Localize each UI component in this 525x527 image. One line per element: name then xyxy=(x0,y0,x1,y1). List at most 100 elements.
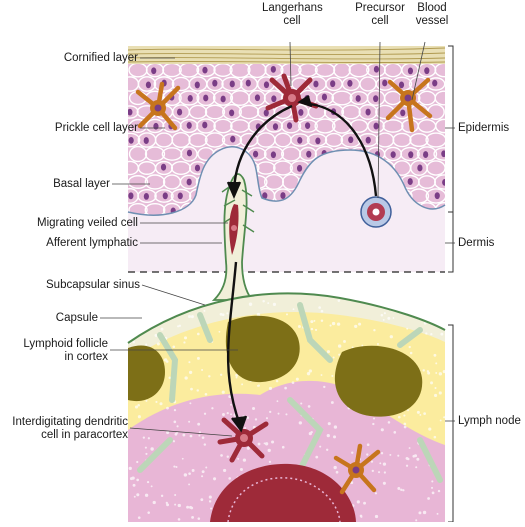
epidermal-cell xyxy=(206,76,224,92)
epidermal-cell xyxy=(144,202,166,216)
tissue-texture-dot xyxy=(263,442,266,445)
tissue-texture-dot xyxy=(235,376,238,379)
orange-interdigitating-cell xyxy=(333,443,381,495)
tissue-texture-dot xyxy=(426,370,430,373)
tissue-texture-dot xyxy=(146,305,149,309)
cell-nucleus xyxy=(202,66,208,74)
tissue-texture-dot xyxy=(358,322,362,326)
tissue-texture-dot xyxy=(433,353,437,357)
label-interdigitating-line1: Interdigitating dendritic xyxy=(12,416,128,428)
cell-nucleus xyxy=(306,150,312,158)
tissue-texture-dot xyxy=(188,472,191,475)
tissue-texture-dot xyxy=(166,406,169,410)
cell-nucleus xyxy=(280,192,286,199)
cell-nucleus xyxy=(423,151,429,158)
tissue-texture-dot xyxy=(208,500,212,503)
tissue-texture-dot xyxy=(285,313,288,316)
tissue-texture-dot xyxy=(146,323,150,327)
epidermal-cell xyxy=(180,146,198,162)
tissue-texture-dot xyxy=(306,371,311,376)
epidermal-cell xyxy=(238,104,260,120)
tissue-texture-dot xyxy=(406,457,410,461)
tissue-texture-dot xyxy=(143,299,146,302)
cell-nucleus xyxy=(177,192,183,200)
label-cornified-layer: Cornified layer xyxy=(63,52,138,64)
tissue-texture-dot xyxy=(333,425,338,429)
label-lymphoid-follicle: Lymphoid follicle in cortex xyxy=(0,338,108,364)
tissue-texture-dot xyxy=(230,403,233,406)
cell-nucleus xyxy=(128,136,134,144)
epidermal-cell xyxy=(188,104,208,120)
tissue-texture-dot xyxy=(343,340,346,343)
tissue-texture-dot xyxy=(408,345,411,349)
tissue-texture-dot xyxy=(382,481,386,485)
tissue-texture-dot xyxy=(298,421,302,425)
tissue-texture-dot xyxy=(177,518,181,521)
tissue-texture-dot xyxy=(132,483,136,487)
cell-nucleus xyxy=(373,95,379,103)
tissue-texture-dot xyxy=(372,422,375,426)
tissue-texture-dot xyxy=(254,418,258,421)
cell-nucleus xyxy=(297,137,303,144)
tissue-texture-dot xyxy=(439,419,442,422)
cell-nucleus xyxy=(263,109,269,117)
tissue-texture-dot xyxy=(389,335,393,339)
tissue-texture-dot xyxy=(351,346,354,349)
epidermal-cell xyxy=(196,89,216,107)
tissue-texture-dot xyxy=(188,370,193,375)
epidermal-cell xyxy=(382,119,404,133)
cell-nucleus xyxy=(298,109,304,116)
epidermal-cell xyxy=(358,104,378,120)
cell-nucleus xyxy=(194,164,201,172)
tissue-texture-dot xyxy=(142,436,145,439)
cell-nucleus xyxy=(442,178,445,186)
label-blood-vessel: Blood vessel xyxy=(412,2,452,28)
tissue-texture-dot xyxy=(397,454,400,457)
tissue-texture-dot xyxy=(415,519,418,522)
tissue-texture-dot xyxy=(430,332,433,336)
tissue-texture-dot xyxy=(205,466,208,469)
epidermal-cell xyxy=(137,189,157,203)
tissue-texture-dot xyxy=(137,516,141,520)
tissue-texture-dot xyxy=(292,308,295,311)
tissue-texture-dot xyxy=(393,431,397,434)
tissue-texture-dot xyxy=(337,299,341,302)
epidermal-cell xyxy=(213,118,233,134)
tissue-texture-dot xyxy=(295,377,299,381)
blood-vessel xyxy=(360,196,392,228)
label-precursor-cell: Precursor cell xyxy=(352,2,408,28)
tissue-texture-dot xyxy=(201,369,204,372)
label-precursor-line2: cell xyxy=(371,15,389,27)
tissue-texture-dot xyxy=(219,373,223,376)
tissue-texture-dot xyxy=(359,514,363,518)
tissue-texture-dot xyxy=(198,431,201,434)
tissue-texture-dot xyxy=(397,486,401,490)
label-follicle-line2: in cortex xyxy=(64,351,108,363)
lymph-node-bracket xyxy=(448,324,454,523)
tissue-texture-dot xyxy=(326,433,330,438)
tissue-texture-dot xyxy=(144,446,147,449)
tissue-texture-dot xyxy=(246,446,250,450)
cell-nucleus xyxy=(145,81,152,89)
label-capsule: Capsule xyxy=(55,312,98,324)
tissue-texture-dot xyxy=(191,515,194,519)
cell-nucleus xyxy=(424,67,430,75)
cell-nucleus xyxy=(262,192,268,200)
tissue-texture-dot xyxy=(220,454,223,457)
tissue-texture-dot xyxy=(165,360,169,363)
cell-nucleus xyxy=(143,137,149,144)
tissue-texture-dot xyxy=(264,442,269,446)
epidermal-cell xyxy=(170,188,192,204)
tissue-texture-dot xyxy=(383,471,387,474)
cell-nucleus xyxy=(271,95,277,103)
epidermal-cell xyxy=(367,118,385,134)
tissue-texture-dot xyxy=(157,311,161,315)
tissue-texture-dot xyxy=(422,369,425,372)
tissue-texture-dot xyxy=(416,410,420,414)
tissue-texture-dot xyxy=(185,473,188,476)
tissue-texture-dot xyxy=(291,381,295,384)
tissue-texture-dot xyxy=(430,381,434,385)
tissue-texture-dot xyxy=(201,475,204,478)
tissue-texture-dot xyxy=(155,400,158,404)
tissue-texture-dot xyxy=(333,435,337,439)
